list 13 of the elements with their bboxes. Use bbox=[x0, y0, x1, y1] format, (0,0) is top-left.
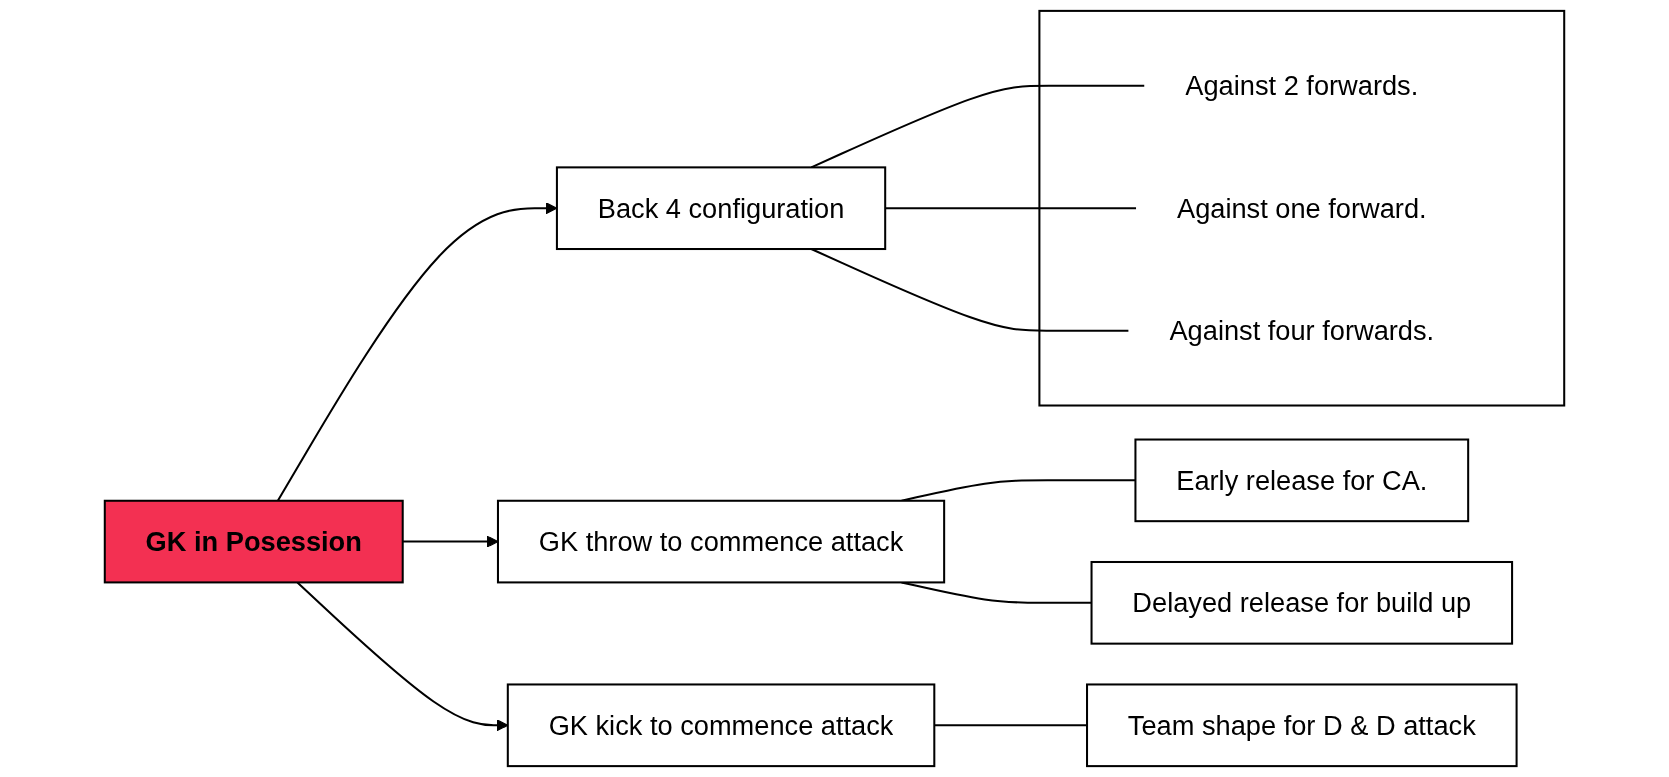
node-text: Against four forwards. bbox=[1169, 315, 1435, 346]
connector bbox=[885, 207, 1137, 210]
connector bbox=[934, 724, 1088, 727]
node-box: GK kick to commence attack bbox=[506, 683, 936, 768]
node-box: GK throw to commence attack bbox=[496, 499, 946, 584]
node-box: Team shape for D & D attack bbox=[1086, 683, 1518, 768]
node-box: Early release for CA. bbox=[1134, 438, 1470, 523]
node-text: Against one forward. bbox=[1177, 193, 1427, 224]
node-box: GK in Posession bbox=[103, 499, 404, 584]
node-text: Against 2 forwards. bbox=[1185, 70, 1419, 101]
cluster bbox=[1038, 9, 1566, 407]
node-box: Delayed release for build up bbox=[1090, 561, 1514, 645]
node-box: Back 4 configuration bbox=[555, 166, 887, 251]
